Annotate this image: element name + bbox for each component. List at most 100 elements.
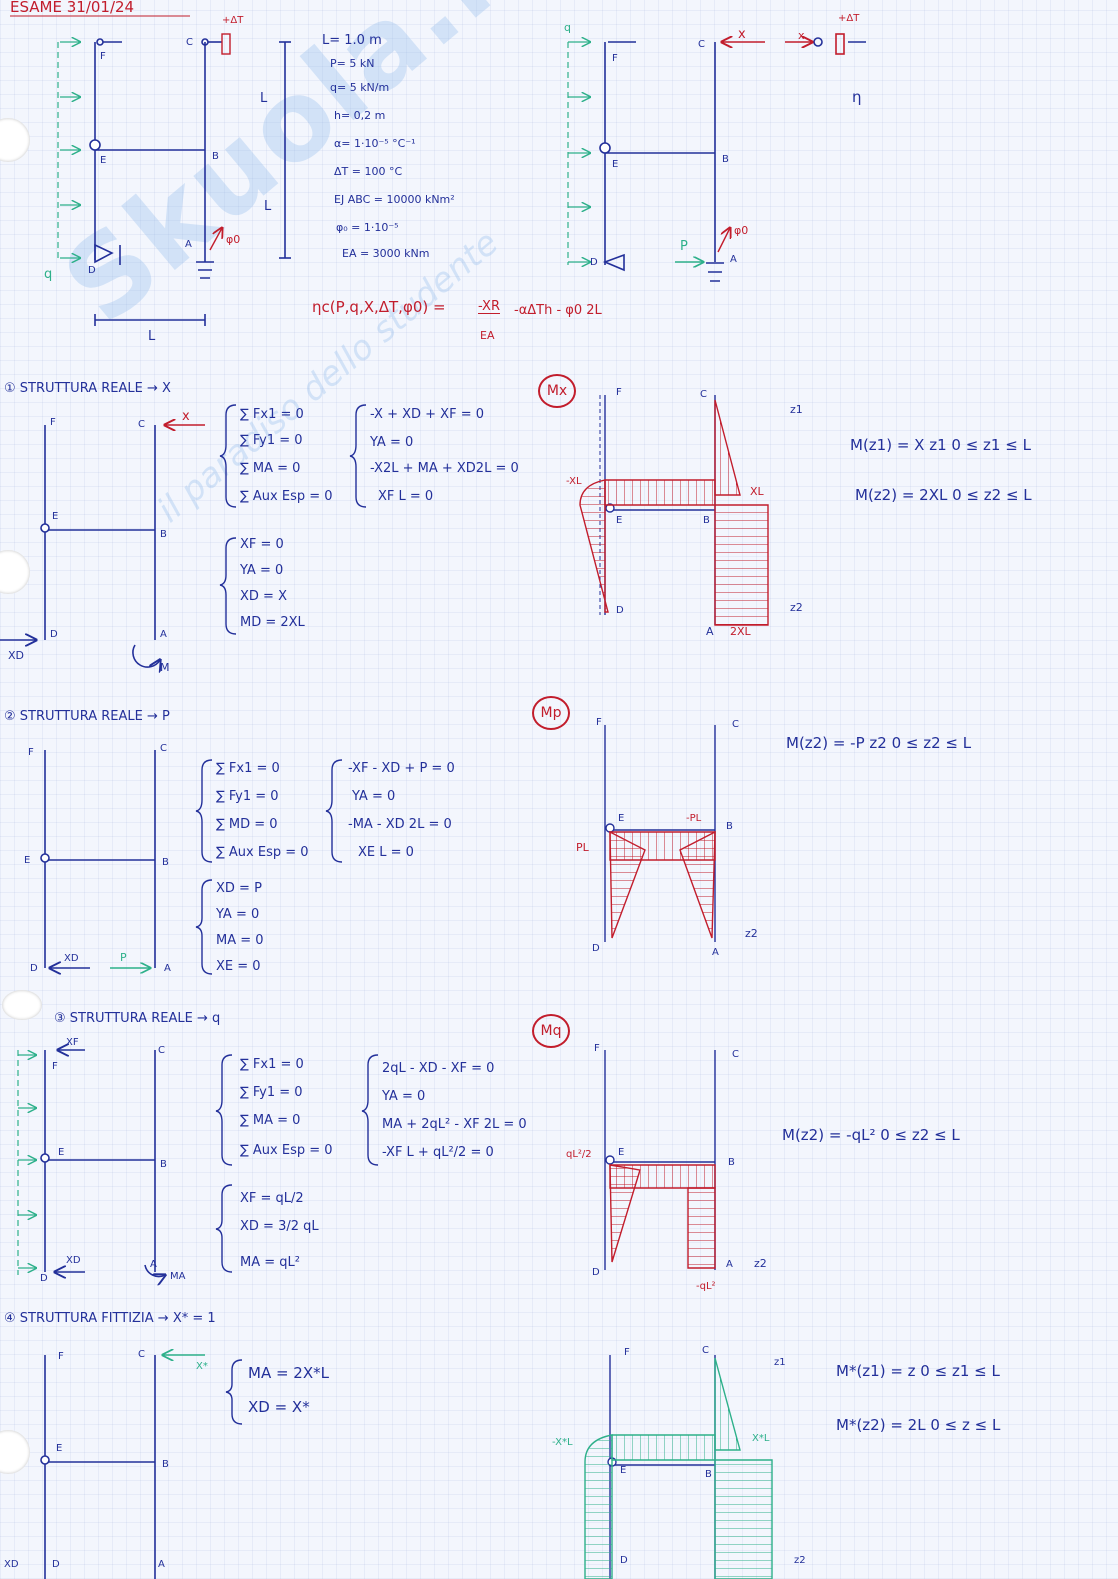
node-label-D: D xyxy=(40,1273,48,1284)
dt-label: +ΔT xyxy=(838,13,860,24)
solution: XD = 3/2 qL xyxy=(240,1219,319,1234)
diagram-value: -qL² xyxy=(696,1281,716,1292)
param: P= 5 kN xyxy=(330,57,375,70)
solution: XD = P xyxy=(216,881,262,896)
section-title: ④ STRUTTURA FITTIZIA → X* = 1 xyxy=(4,1311,216,1326)
node-label-B: B xyxy=(726,821,733,832)
page-title: ESAME 31/01/24 xyxy=(10,0,135,16)
node-label-E: E xyxy=(612,159,619,170)
equation: ∑ Aux Esp = 0 xyxy=(240,1143,333,1158)
param: L= 1.0 m xyxy=(322,33,382,48)
dim-label-L: L xyxy=(260,91,268,106)
param: q= 5 kN/m xyxy=(330,81,390,94)
z1-axis: z1 xyxy=(790,403,803,416)
node-label-D: D xyxy=(620,1555,628,1566)
equation: ∑ MD = 0 xyxy=(216,817,278,832)
node-label-F: F xyxy=(616,387,622,398)
equation: YA = 0 xyxy=(352,789,396,804)
reaction-label: XD xyxy=(64,953,79,964)
diagram-tag-mx: Mx xyxy=(538,374,576,408)
node-label-C: C xyxy=(700,389,707,400)
moment-expr: M(z1) = X z1 0 ≤ z1 ≤ L xyxy=(850,436,1031,454)
node-label-B: B xyxy=(160,529,167,540)
equation: -XF L + qL²/2 = 0 xyxy=(382,1145,494,1160)
node-label-A: A xyxy=(160,629,167,640)
node-label-F: F xyxy=(58,1351,64,1362)
equation: XF L = 0 xyxy=(378,489,434,504)
param: φ₀ = 1·10⁻⁵ xyxy=(336,221,399,234)
node-label-B: B xyxy=(728,1157,735,1168)
equation: MA + 2qL² - XF 2L = 0 xyxy=(382,1117,527,1132)
diagram-value: -PL xyxy=(686,813,702,824)
param: EJ ABC = 10000 kNm² xyxy=(334,193,455,206)
z2-axis: z2 xyxy=(754,1257,767,1270)
node-label-A: A xyxy=(185,239,192,250)
node-label-C: C xyxy=(702,1345,709,1356)
moment-expr: M*(z1) = z 0 ≤ z1 ≤ L xyxy=(836,1362,1000,1380)
compat-formula-num: -XR xyxy=(478,299,500,314)
equation: YA = 0 xyxy=(370,435,414,450)
node-label-C: C xyxy=(138,419,145,430)
q-label: q xyxy=(564,21,571,34)
solution: XF = 0 xyxy=(240,537,284,552)
node-label-B: B xyxy=(162,857,169,868)
phi-label: φ0 xyxy=(226,233,241,246)
node-label-A: A xyxy=(164,963,171,974)
p-label: P xyxy=(120,951,127,964)
node-label-B: B xyxy=(705,1469,712,1480)
node-label-F: F xyxy=(624,1347,630,1358)
equation: ∑ Aux Esp = 0 xyxy=(240,489,333,504)
diagram-value: X*L xyxy=(752,1433,770,1444)
equation: ∑ MA = 0 xyxy=(240,461,301,476)
solution: MD = 2XL xyxy=(240,615,305,630)
x-force-label: x xyxy=(738,27,746,42)
node-label-D: D xyxy=(50,629,58,640)
node-label-F: F xyxy=(612,53,618,64)
node-label-A: A xyxy=(706,625,714,638)
node-label-D: D xyxy=(592,1267,600,1278)
node-label-A: A xyxy=(150,1259,157,1270)
node-label-C: C xyxy=(138,1349,145,1360)
equation: -XF - XD + P = 0 xyxy=(348,761,455,776)
equation: ∑ Fx1 = 0 xyxy=(240,407,304,422)
z2-axis: z2 xyxy=(745,927,758,940)
node-label-C: C xyxy=(732,1049,739,1060)
reaction-label: M xyxy=(160,661,170,674)
equation: XD = X* xyxy=(248,1398,310,1416)
node-label-B: B xyxy=(722,154,729,165)
node-label-A: A xyxy=(730,254,737,265)
node-label-E: E xyxy=(52,511,59,522)
node-label-F: F xyxy=(52,1061,58,1072)
param: EA = 3000 kNm xyxy=(342,247,430,260)
equation: ∑ Fy1 = 0 xyxy=(240,1085,303,1100)
param: ΔT = 100 °C xyxy=(334,165,403,178)
binder-hole xyxy=(2,990,42,1020)
node-label-B: B xyxy=(160,1159,167,1170)
node-label-C: C xyxy=(698,39,705,50)
moment-expr: M(z2) = -P z2 0 ≤ z2 ≤ L xyxy=(786,734,972,752)
diagram-value: -X*L xyxy=(552,1437,573,1448)
param: α= 1·10⁻⁵ °C⁻¹ xyxy=(334,137,416,150)
node-label-F: F xyxy=(50,417,56,428)
equation: YA = 0 xyxy=(382,1089,426,1104)
node-label-B: B xyxy=(212,151,219,162)
equation: -X2L + MA + XD2L = 0 xyxy=(370,461,519,476)
p-label: P xyxy=(680,239,688,254)
reaction-label: XD xyxy=(66,1255,81,1266)
dim-label-L: L xyxy=(148,329,156,344)
equation: 2qL - XD - XF = 0 xyxy=(382,1061,495,1076)
node-label-E: E xyxy=(58,1147,65,1158)
diagram-value: 2XL xyxy=(730,625,751,638)
moment-expr: M(z2) = 2XL 0 ≤ z2 ≤ L xyxy=(855,486,1032,504)
node-label-D: D xyxy=(592,943,600,954)
solution: YA = 0 xyxy=(240,563,284,578)
equation: ∑ Fx1 = 0 xyxy=(216,761,280,776)
equation: -X + XD + XF = 0 xyxy=(370,407,484,422)
z1-axis: z1 xyxy=(774,1357,786,1368)
solution: XF = qL/2 xyxy=(240,1191,304,1206)
eta-label: η xyxy=(852,88,862,106)
param: h= 0,2 m xyxy=(334,109,386,122)
moment-expr: M*(z2) = 2L 0 ≤ z ≤ L xyxy=(836,1416,1001,1434)
